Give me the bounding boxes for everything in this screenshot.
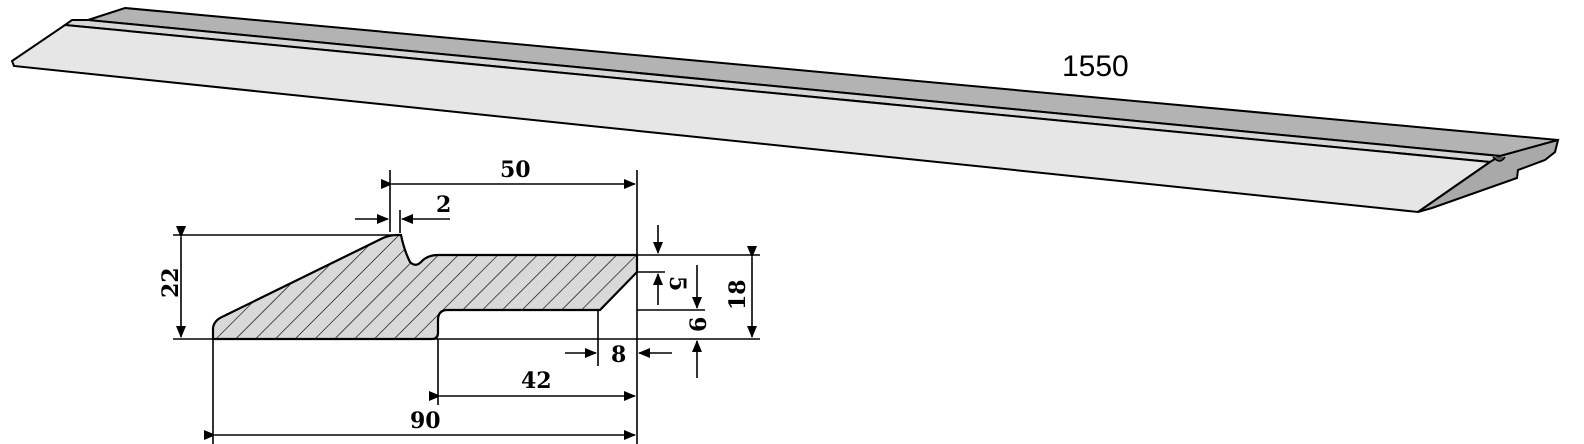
dimension-lines xyxy=(176,179,757,440)
profile-outline xyxy=(211,233,639,341)
dim-width-total: 90 xyxy=(410,408,441,434)
dim-chamfer-width: 8 xyxy=(611,342,626,368)
blade-front-bevel xyxy=(10,23,1493,214)
dim-height-total: 22 xyxy=(158,267,184,298)
dim-chamfer-height: 5 xyxy=(664,276,690,291)
dim-step-height: 6 xyxy=(686,317,712,332)
blade-end-cap xyxy=(1417,138,1560,213)
dim-step-width: 42 xyxy=(521,368,552,394)
dim-ridge: 2 xyxy=(436,192,451,218)
blade-3d-view: 1550 xyxy=(10,6,1560,214)
dim-thickness: 18 xyxy=(725,279,751,310)
dim-top-flat: 50 xyxy=(500,157,531,183)
extension-lines xyxy=(173,170,760,444)
length-label: 1550 xyxy=(1062,50,1129,83)
blade-profile-section: 50 2 22 5 6 18 8 42 90 xyxy=(158,157,760,444)
